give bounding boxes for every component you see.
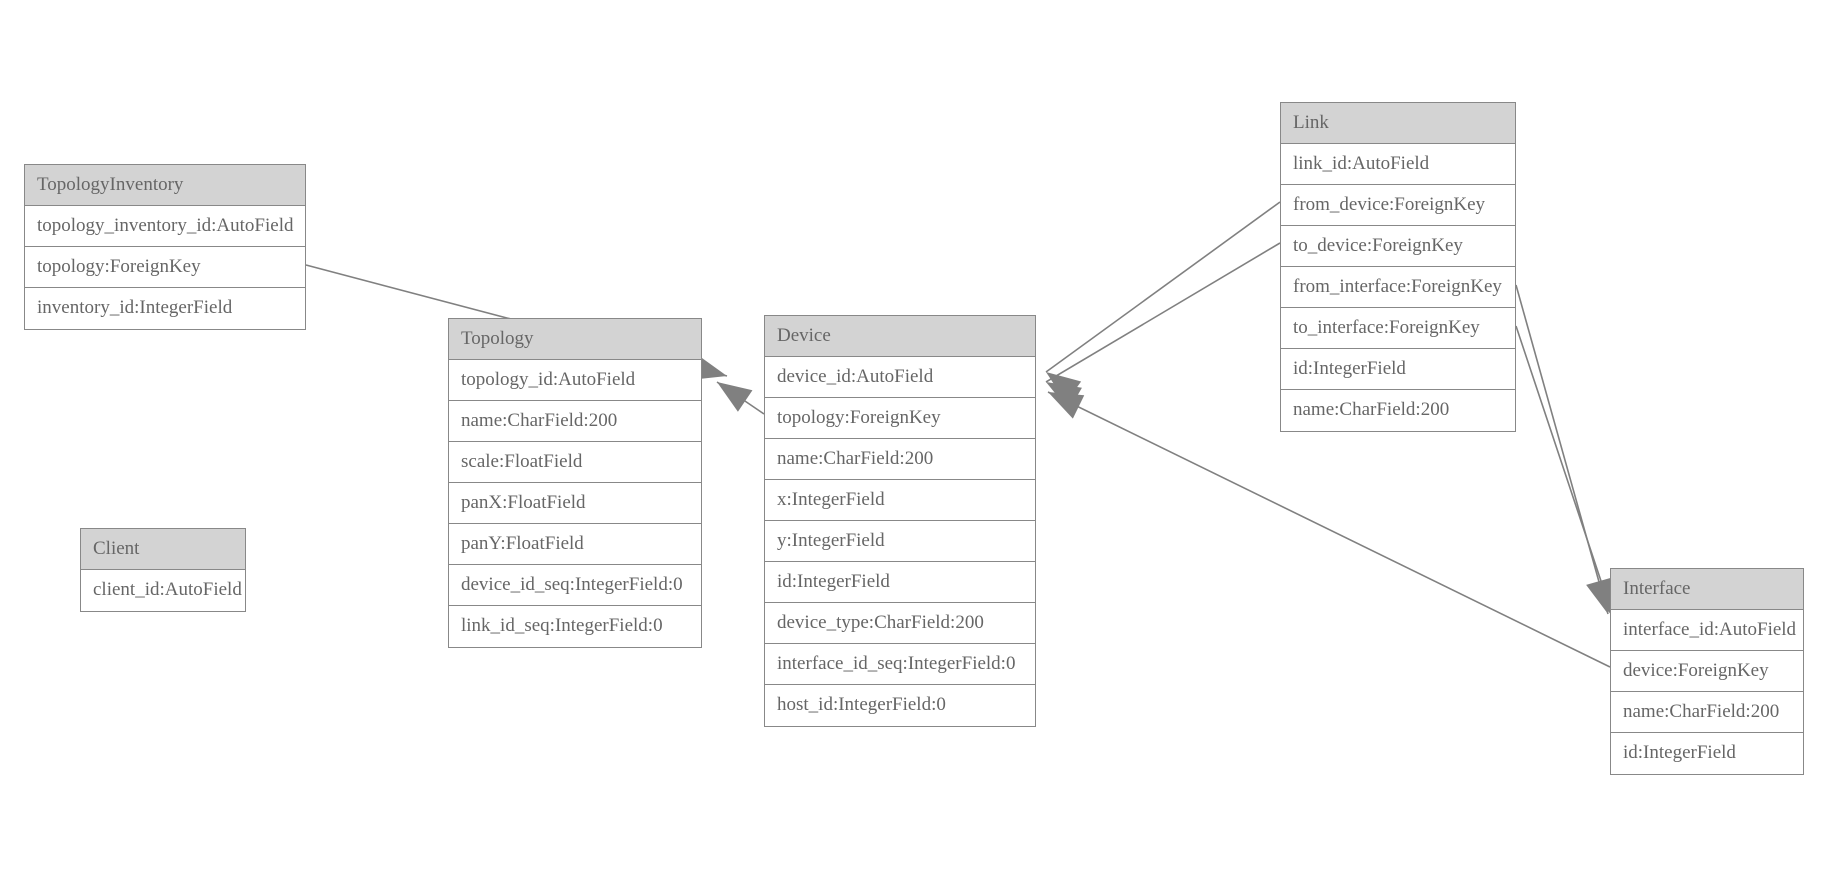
entity-field-row[interactable]: id:IntegerField <box>1611 733 1803 774</box>
entity-field-row[interactable]: panY:FloatField <box>449 524 701 565</box>
entity-title-client: Client <box>81 529 245 570</box>
rel-link-to-interface <box>1515 325 1615 618</box>
entity-field-row[interactable]: topology_inventory_id:AutoField <box>25 206 305 247</box>
rel-link-from-interface <box>1515 284 1612 615</box>
relationship-arrowhead <box>1048 392 1085 419</box>
relationship-arrowhead <box>717 382 753 412</box>
relationship-line <box>1045 242 1281 383</box>
entity-field-row[interactable]: from_interface:ForeignKey <box>1281 267 1515 308</box>
relationship-arrowhead <box>1046 382 1082 411</box>
entity-field-row[interactable]: device:ForeignKey <box>1611 651 1803 692</box>
entity-field-row[interactable]: inventory_id:IntegerField <box>25 288 305 329</box>
entity-field-row[interactable]: device_id:AutoField <box>765 357 1035 398</box>
relationship-line <box>1047 391 1611 668</box>
entity-field-row[interactable]: name:CharField:200 <box>765 439 1035 480</box>
entity-field-row[interactable]: name:CharField:200 <box>1281 390 1515 431</box>
entity-field-row[interactable]: to_interface:ForeignKey <box>1281 308 1515 349</box>
entity-field-row[interactable]: link_id_seq:IntegerField:0 <box>449 606 701 647</box>
entity-field-row[interactable]: topology:ForeignKey <box>765 398 1035 439</box>
entity-field-row[interactable]: x:IntegerField <box>765 480 1035 521</box>
entity-field-row[interactable]: panX:FloatField <box>449 483 701 524</box>
entity-field-row[interactable]: host_id:IntegerField:0 <box>765 685 1035 726</box>
entity-field-row[interactable]: client_id:AutoField <box>81 570 245 611</box>
entity-field-row[interactable]: id:IntegerField <box>765 562 1035 603</box>
entity-title-topologyinventory: TopologyInventory <box>25 165 305 206</box>
entity-title-interface: Interface <box>1611 569 1803 610</box>
entity-title-link: Link <box>1281 103 1515 144</box>
relationship-arrowhead <box>1046 372 1082 403</box>
entity-field-row[interactable]: name:CharField:200 <box>449 401 701 442</box>
entity-field-row[interactable]: to_device:ForeignKey <box>1281 226 1515 267</box>
entity-title-device: Device <box>765 316 1035 357</box>
entity-field-row[interactable]: name:CharField:200 <box>1611 692 1803 733</box>
entity-field-row[interactable]: y:IntegerField <box>765 521 1035 562</box>
entity-title-topology: Topology <box>449 319 701 360</box>
entity-field-row[interactable]: interface_id:AutoField <box>1611 610 1803 651</box>
entity-field-row[interactable]: device_id_seq:IntegerField:0 <box>449 565 701 606</box>
rel-link-to-device <box>1045 242 1281 411</box>
entity-field-row[interactable]: link_id:AutoField <box>1281 144 1515 185</box>
relationship-line <box>716 381 765 415</box>
entity-fields-client: client_id:AutoField <box>81 570 245 611</box>
entity-field-row[interactable]: scale:FloatField <box>449 442 701 483</box>
relationship-line <box>1045 201 1281 373</box>
relationship-line <box>1515 325 1614 618</box>
rel-link-from-device <box>1045 201 1281 403</box>
entity-field-row[interactable]: interface_id_seq:IntegerField:0 <box>765 644 1035 685</box>
entity-field-row[interactable]: from_device:ForeignKey <box>1281 185 1515 226</box>
entity-field-row[interactable]: device_type:CharField:200 <box>765 603 1035 644</box>
rel-device-topology <box>716 381 765 415</box>
entity-field-row[interactable]: topology:ForeignKey <box>25 247 305 288</box>
relationship-line <box>1515 284 1609 615</box>
entity-field-row[interactable]: topology_id:AutoField <box>449 360 701 401</box>
entity-field-row[interactable]: id:IntegerField <box>1281 349 1515 390</box>
